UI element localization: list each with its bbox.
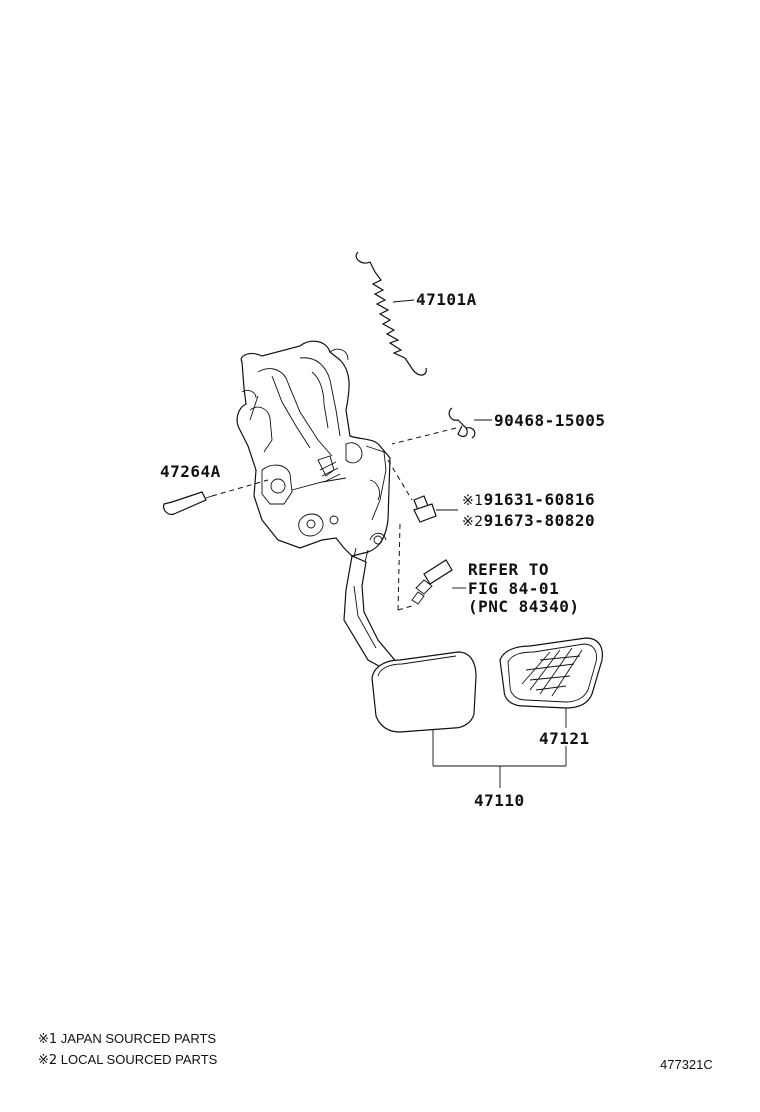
illustration-code: 477321C [660,1057,713,1072]
pin [163,479,269,515]
pad-cover [499,637,603,709]
pedal-bracket [236,340,391,567]
pad-tread [521,647,583,697]
part-label-pedal-assy: 47110 [474,791,525,810]
footnote-1-text: JAPAN SOURCED PARTS [60,1031,217,1046]
clip [391,407,492,445]
leader-lines [432,708,567,788]
return-spring [355,251,427,376]
refer-line-2: FIG 84-01 [468,579,560,598]
source-mark-2: ※2 [462,514,484,530]
source-mark-1: ※1 [462,493,484,509]
refer-line-1: REFER TO [468,560,550,579]
footnote-1-mark: ※1 [38,1032,58,1047]
part-label-bolt-1: ※191631-60816 [462,490,595,509]
part-label-bolt-2: ※291673-80820 [462,511,595,530]
bolt [387,459,458,523]
bolt-2-number: 91673-80820 [483,511,596,530]
part-label-pin: 47264A [160,462,221,481]
refer-line-3: (PNC 84340) [468,597,580,616]
pedal-arm [343,555,399,673]
part-label-pad: 47121 [539,729,590,748]
part-label-spring: 47101A [416,290,477,309]
footnote-2: ※2 LOCAL SOURCED PARTS [38,1052,217,1068]
footnote-2-text: LOCAL SOURCED PARTS [60,1052,218,1067]
part-label-clip: 90468-15005 [494,411,606,430]
pedal-pad [371,651,477,733]
footnote-1: ※1 JAPAN SOURCED PARTS [38,1031,216,1047]
footnote-2-mark: ※2 [38,1053,58,1068]
stop-lamp-switch [397,523,466,611]
bolt-1-number: 91631-60816 [483,490,596,509]
